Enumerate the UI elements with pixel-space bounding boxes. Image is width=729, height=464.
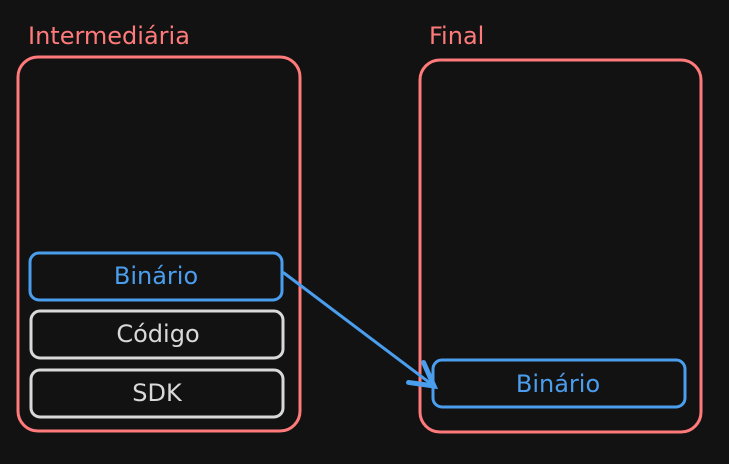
item-binario-intermediaria[interactable]: Binário (28, 251, 284, 302)
item-label: SDK (132, 379, 183, 407)
group-title-intermediaria: Intermediária (28, 22, 190, 50)
item-box[interactable] (29, 309, 285, 360)
group-frame-final[interactable] (418, 58, 703, 434)
group-frame-intermediaria[interactable] (16, 55, 302, 433)
group-title-final: Final (429, 22, 484, 50)
item-label: Binário (114, 262, 198, 290)
item-box[interactable] (28, 251, 284, 302)
item-codigo[interactable]: Código (29, 309, 285, 360)
item-label: Código (116, 320, 199, 348)
arrow-binario-to-final[interactable] (282, 271, 434, 386)
item-binario-final[interactable]: Binário (431, 358, 687, 409)
item-label: Binário (516, 370, 600, 398)
group-intermediaria: Intermediária Binário Código SDK (16, 22, 302, 433)
group-final: Final Binário (418, 22, 703, 434)
item-box[interactable] (29, 368, 285, 419)
item-sdk[interactable]: SDK (29, 368, 285, 419)
